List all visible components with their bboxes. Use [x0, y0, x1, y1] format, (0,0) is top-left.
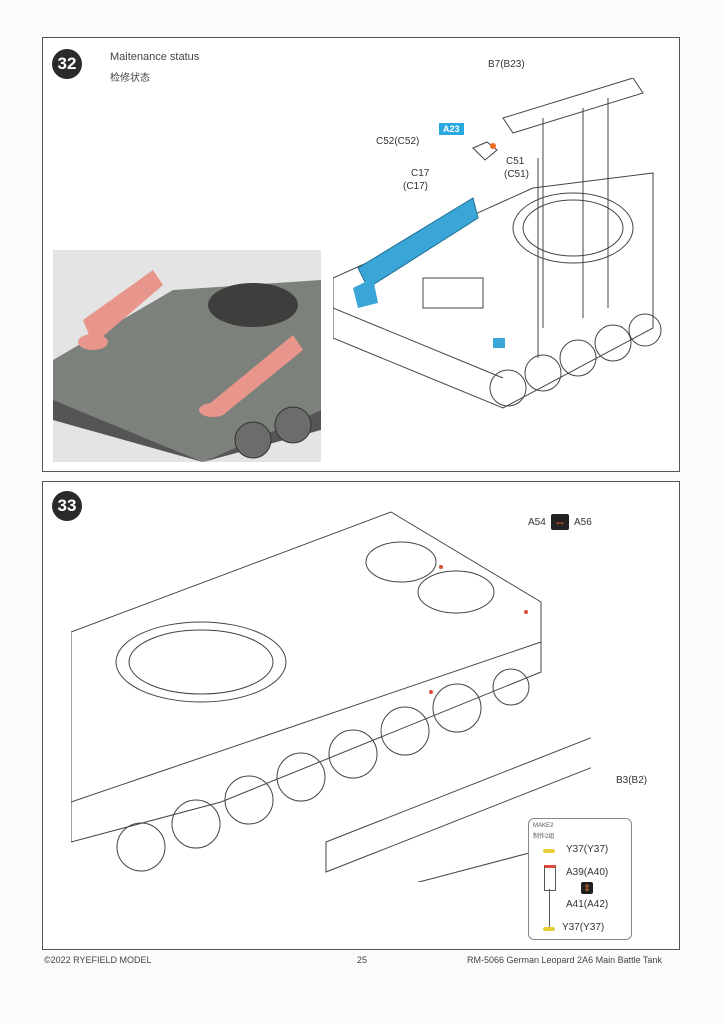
- part-label-a39: A39(A40): [566, 867, 609, 878]
- part-badge-a23: A23: [439, 123, 464, 135]
- subassembly-title: MAKE2: [533, 823, 554, 829]
- part-label-b3: B3(B2): [616, 775, 648, 786]
- part-y37-bottom: [543, 927, 555, 931]
- part-label-b7: B7(B23): [488, 59, 525, 70]
- step-title-cn: 检修状态: [110, 73, 150, 84]
- part-label-c51-alt: (C51): [504, 169, 530, 180]
- part-label-y37-alt: Y37(Y37): [562, 922, 605, 933]
- part-label-c52: C52(C52): [376, 136, 420, 147]
- part-label-c17-alt: (C17): [403, 181, 429, 192]
- subassembly-subtitle: 制作2组: [533, 834, 555, 840]
- step-32-panel: 32 Maitenance status 检修状态: [42, 37, 680, 472]
- reference-photo: [53, 250, 321, 462]
- part-label-a41: A41(A42): [566, 899, 609, 910]
- part-y37-top: [543, 849, 555, 853]
- part-label-c17: C17: [411, 168, 430, 179]
- part-a39: [544, 865, 556, 891]
- swap-arrows-icon: ⇔: [551, 514, 569, 530]
- subassembly-box: MAKE2 制作2组 Y37(Y37) A39(A40) ⇕ A41(A42) …: [528, 818, 632, 940]
- swap-arrows-icon: ⇕: [581, 882, 593, 894]
- assembly-line: [549, 889, 550, 927]
- tank-rear-drawing: [333, 78, 662, 409]
- part-label-c51: C51: [506, 156, 525, 167]
- step-33-panel: 33 A54 ⇔ A56 B3(B2) MAKE2 制作2组 Y37(Y37) …: [42, 481, 680, 950]
- part-label-a56: A56: [574, 517, 592, 528]
- tank-side-drawing: [71, 511, 591, 882]
- step-number: 33: [52, 491, 82, 521]
- footer-page-number: 25: [357, 955, 368, 965]
- step-title-en: Maitenance status: [110, 51, 200, 63]
- part-label-a54: A54: [528, 517, 546, 528]
- footer-copyright: ©2022 RYEFIELD MODEL: [44, 955, 152, 965]
- step-number: 32: [52, 49, 82, 79]
- footer-product: RM-5066 German Leopard 2A6 Main Battle T…: [467, 955, 662, 965]
- part-label-y37: Y37(Y37): [566, 844, 609, 855]
